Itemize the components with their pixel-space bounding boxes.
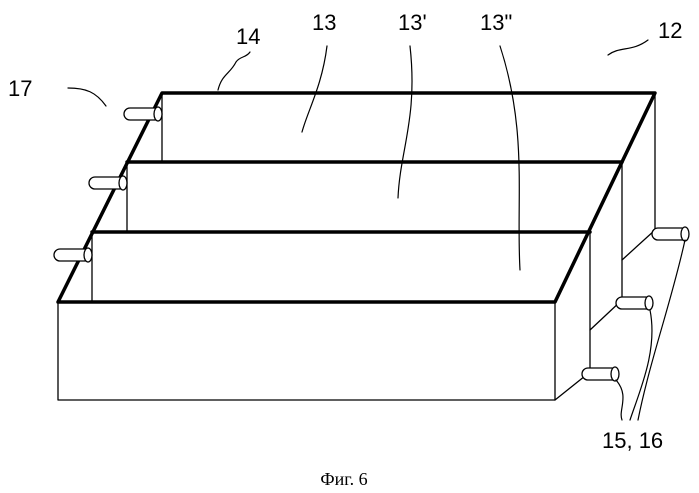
tray-walls — [92, 93, 655, 400]
label-14: 14 — [236, 24, 260, 49]
label-13-prime: 13' — [398, 10, 427, 35]
figure-caption: Фиг. 6 — [320, 469, 367, 489]
right-pipe-3 — [582, 367, 619, 381]
left-pipe-3 — [54, 248, 92, 262]
right-pipe-1 — [652, 227, 689, 241]
left-pipe-2 — [89, 176, 127, 190]
front-panel — [58, 302, 555, 400]
label-13: 13 — [312, 10, 336, 35]
right-connectors — [582, 227, 689, 381]
right-pipe-2 — [616, 296, 653, 310]
left-connectors — [54, 107, 162, 262]
label-15-16: 15, 16 — [602, 428, 663, 453]
top-frame — [58, 93, 655, 302]
label-17: 17 — [8, 76, 32, 101]
left-pipe-1 — [124, 107, 162, 121]
label-12: 12 — [658, 18, 682, 43]
label-13-double-prime: 13" — [480, 10, 512, 35]
